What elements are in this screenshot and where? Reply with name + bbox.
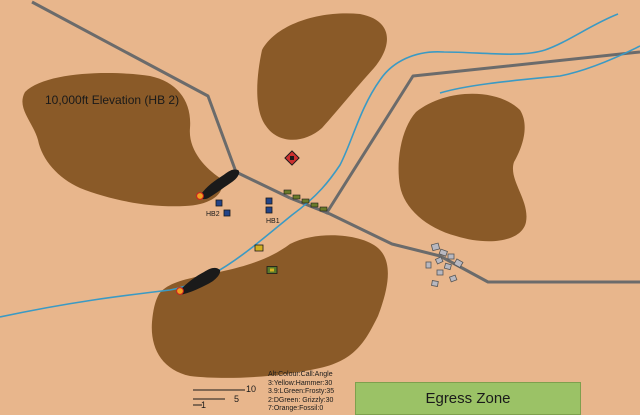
buildings (425, 242, 464, 287)
unit-marker-red[interactable] (284, 150, 300, 166)
fire-icon (196, 192, 204, 200)
legend-row: 3.9:LGreen:Frosty:35 (268, 388, 335, 396)
legend-header: Alt:Colour:Call:Angle (268, 371, 333, 378)
terrain-west (22, 73, 223, 207)
unit-marker-green[interactable] (266, 266, 278, 274)
hb2-marker[interactable] (215, 199, 231, 217)
unit-legend: Alt:Colour:Call:Angle 3:Yellow:Hammer:30… (268, 371, 334, 414)
terrain-north (257, 13, 387, 140)
scale-bar: 10 5 1 (193, 384, 256, 410)
road-northwest (31, 0, 291, 200)
smoke-plume-north (200, 169, 240, 200)
hb1-marker[interactable] (265, 197, 273, 214)
convoy-vehicles (283, 189, 328, 212)
scale-mid-label: 5 (234, 394, 239, 404)
rivers (0, 13, 640, 318)
elevation-label: 10,000ft Elevation (HB 2) (45, 93, 179, 107)
river-east (439, 45, 640, 94)
hb2-label: HB2 (206, 211, 220, 218)
terrain-south (151, 235, 388, 378)
hb1-label: HB1 (266, 218, 280, 225)
scale-minor-label: 1 (201, 400, 206, 410)
roads (31, 0, 640, 284)
smoke-plume-south (179, 267, 221, 295)
terrain-east (398, 93, 527, 242)
scale-major-label: 10 (246, 384, 256, 394)
road-main (289, 196, 640, 284)
legend-row: 2:DGreen: Grizzly:30 (268, 396, 334, 404)
egress-zone[interactable]: Egress Zone (355, 382, 581, 415)
egress-zone-label: Egress Zone (425, 390, 511, 407)
river-main (0, 13, 619, 318)
fire-icon (176, 287, 184, 295)
legend-row: 7:Orange:Fossil:0 (268, 405, 324, 413)
unit-marker-yellow[interactable] (254, 244, 264, 252)
legend-row: 3:Yellow:Hammer:30 (268, 379, 333, 387)
road-northeast (324, 50, 640, 215)
